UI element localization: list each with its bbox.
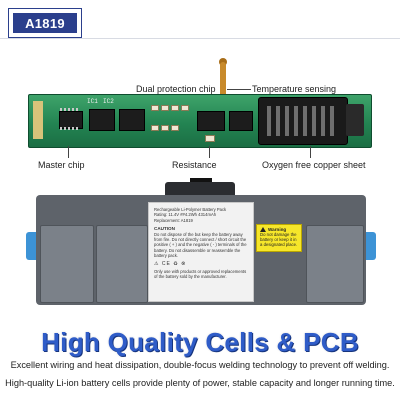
battery-cell [96,225,148,303]
connector-pin [285,106,289,136]
smd-component [171,125,179,131]
description-line-2: High-quality Li-ion battery cells provid… [5,378,395,388]
connector-pin [312,106,316,136]
smd-component [161,125,169,131]
battery-label-caution-title: CAUTION [154,226,175,232]
chip-pins [60,127,80,130]
smd-component [171,105,179,111]
battery-label-caution-text: Do not dispose of the but keep the batte… [154,231,247,259]
protection-chip-1 [89,109,115,131]
warning-label-title: Warning [268,227,287,232]
battery-label-ce-marks: ⚠ CE ♻ ⊗ [154,260,187,267]
callout-temperature-sensing: Temperature sensing [252,84,337,94]
callout-dual-protection-chip: Dual protection chip [136,84,216,94]
mosfet-chip [229,111,253,131]
protection-chip-2 [119,109,145,131]
warning-label-text: Do not damage the battery or keep it in … [260,232,298,248]
battery-label-line2: Rating: 11.4V ##4.2Wh 4314mAh [154,212,217,218]
battery-cell [40,225,94,303]
battery-label-line3: Replacement: A1819 [154,217,193,223]
connector-pin [294,106,298,136]
pcb-silkscreen-ic2: IC2 [103,98,114,105]
leader-master-chip [68,146,69,158]
smd-component [161,105,169,111]
warning-triangle-icon [260,227,266,233]
leader-resistance [209,146,210,158]
battery-label-footer: Only use with products or approved repla… [154,269,247,280]
connector-pin [330,106,334,136]
model-badge-text: A1819 [13,13,77,33]
warning-label: Warning Do not damage the battery or kee… [256,224,302,252]
battery-connector [258,97,348,145]
connector-pin [267,106,271,136]
connector-pin [303,106,307,136]
oxygen-free-copper-sheet [346,104,364,136]
leader-copper-sheet [310,146,311,158]
smd-component [181,105,189,111]
resistance-component [205,135,215,142]
pcb-silkscreen-ic1: IC1 [87,98,98,105]
smd-component [151,125,159,131]
callout-resistance: Resistance [172,160,217,170]
mosfet-chip [197,111,225,131]
pcb-solder-pad [33,101,43,139]
callout-master-chip: Master chip [38,160,85,170]
leader-temperature-sensing [227,89,251,90]
connector-pin [321,106,325,136]
description-line-1: Excellent wiring and heat dissipation, d… [10,360,390,370]
chip-pins [60,108,80,111]
battery-cell [306,225,364,303]
temperature-probe [220,62,226,106]
callout-oxygen-free-copper-sheet: Oxygen free copper sheet [262,160,366,170]
battery-label: Rechargeable Li-Polymer Battery Pack Rat… [148,202,254,302]
model-badge: A1819 [8,8,82,38]
connector-pin [276,106,280,136]
header-divider [0,38,400,39]
headline: High Quality Cells & PCB [41,327,359,357]
battery-label-line1: Rechargeable Li-Polymer Battery Pack [154,207,227,212]
smd-component [151,105,159,111]
